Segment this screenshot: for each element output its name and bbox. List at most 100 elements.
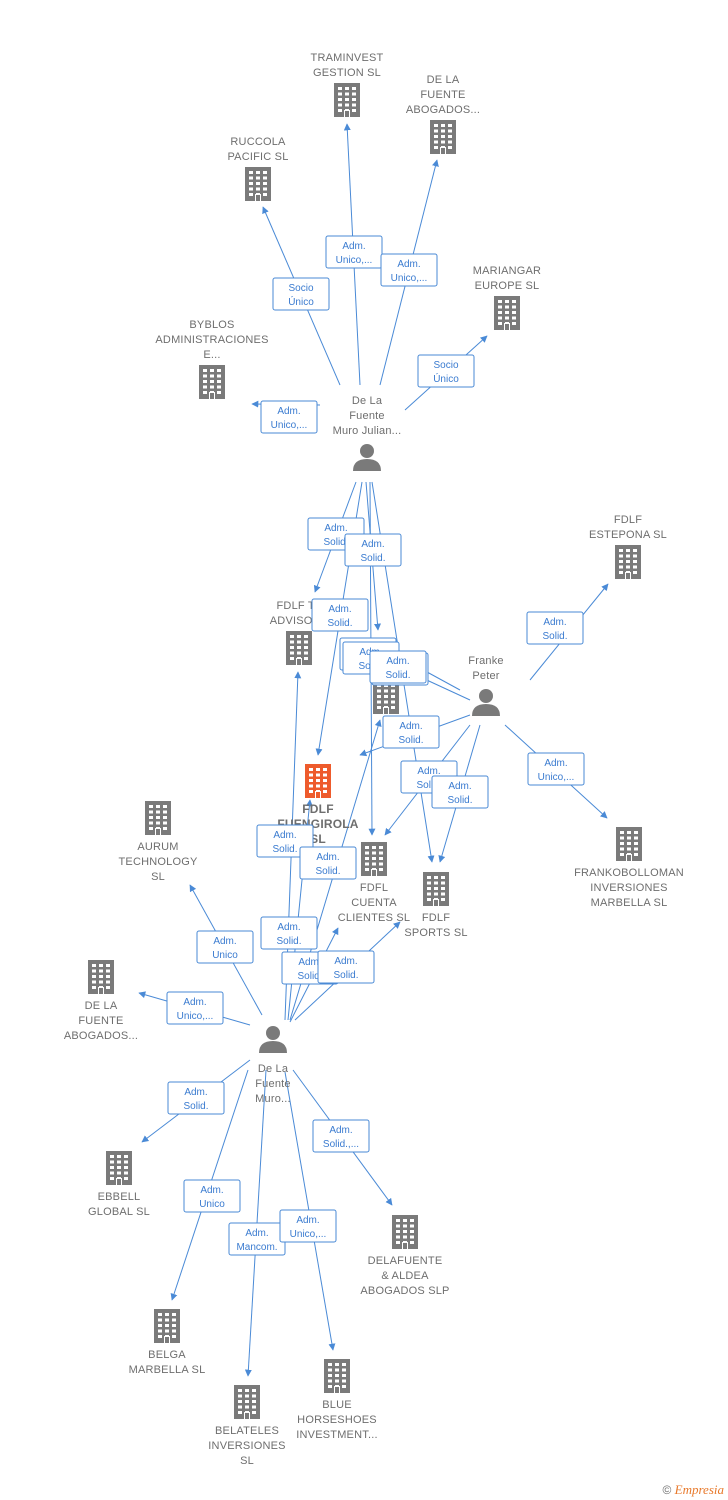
- node-label: ABOGADOS...: [406, 104, 480, 116]
- edge-label-box[interactable]: Adm.Solid.: [299, 846, 357, 880]
- node-label: BELATELES: [215, 1425, 279, 1437]
- edge-label-box[interactable]: Adm. Mancom.: [228, 1222, 286, 1256]
- node-label: BLUE: [322, 1399, 352, 1411]
- edge-label-box[interactable]: Adm.Solid.: [431, 775, 489, 809]
- node-label: TRAMINVEST: [311, 52, 384, 64]
- edge-label-box[interactable]: Adm.Unico: [183, 1179, 241, 1213]
- brand-logo: Empresia: [674, 1482, 724, 1497]
- edge-label-text: Adm.: [328, 604, 351, 615]
- edge-label-box[interactable]: Adm.Unico,...: [279, 1209, 337, 1243]
- edge-label-text: Unico,...: [271, 420, 308, 431]
- edge-label-text: Solid.: [297, 971, 322, 982]
- edge-label-box[interactable]: Adm.Solid.: [344, 533, 402, 567]
- copyright-symbol: ©: [662, 1483, 672, 1497]
- edge-label-text: Adm.: [397, 259, 420, 270]
- edge-label-text: Adm.: [386, 656, 409, 667]
- edge-label-text: Adm.: [277, 406, 300, 417]
- node-label: FDLF TA: [277, 600, 322, 612]
- node-label: ADMINISTRACIONES: [155, 334, 268, 346]
- edge-label-text: Solid.: [542, 631, 567, 642]
- edge-label-box[interactable]: Adm.Solid.: [317, 950, 375, 984]
- edge-label-text: Mancom.: [236, 1242, 277, 1253]
- building-icon: [494, 296, 520, 330]
- edge-label-text: Solid.: [183, 1101, 208, 1112]
- edge-label-box[interactable]: Adm.Unico: [196, 930, 254, 964]
- edge-label-text: Único: [433, 372, 459, 385]
- edge-label-text: Adm.: [277, 922, 300, 933]
- edge-label-box[interactable]: Adm. Unico,...: [260, 400, 318, 434]
- edge-label-box[interactable]: Adm.Solid.: [167, 1081, 225, 1115]
- footer-credit[interactable]: © Empresia: [662, 1482, 724, 1498]
- edge-label-text: Adm.: [399, 721, 422, 732]
- building-icon: [361, 842, 387, 876]
- company-node[interactable]: BLUEHORSESHOESINVESTMENT...: [296, 1359, 378, 1441]
- edge-label-box[interactable]: Adm.Unico,...: [325, 235, 383, 269]
- node-label: Fuente: [349, 410, 384, 422]
- company-node[interactable]: BYBLOSADMINISTRACIONESE...: [155, 319, 268, 399]
- building-icon: [616, 827, 642, 861]
- edge-label-text: Solid.: [385, 670, 410, 681]
- building-icon: [615, 545, 641, 579]
- edge-label-text: Adm.: [183, 997, 206, 1008]
- edge-label-box[interactable]: Adm.Unico,...: [380, 253, 438, 287]
- company-node[interactable]: DE LAFUENTEABOGADOS...: [64, 960, 138, 1042]
- person-node[interactable]: De LaFuenteMuro...: [255, 1026, 291, 1105]
- building-icon: [199, 365, 225, 399]
- node-label: PACIFIC SL: [227, 151, 288, 163]
- edge-label-text: Adm.: [213, 936, 236, 947]
- edge-label-text: Único: [288, 295, 314, 308]
- node-label: DE LA: [85, 1000, 118, 1012]
- edge-label-text: Adm.: [361, 539, 384, 550]
- node-label: INVESTMENT...: [296, 1429, 377, 1441]
- edge-label-box[interactable]: Adm.Solid.: [311, 598, 369, 632]
- node-label: Muro...: [255, 1093, 291, 1105]
- edge-label-box[interactable]: Adm.Solid.,...: [312, 1119, 370, 1153]
- edge-label-box[interactable]: Adm. Solid.: [369, 650, 427, 684]
- node-label: TECHNOLOGY: [118, 856, 197, 868]
- building-icon: [286, 631, 312, 665]
- edge-label-box[interactable]: Adm.Solid.: [260, 916, 318, 950]
- edge-labels-layer: Adm.Unico,...Adm.Unico,...SocioÚnicoSoci…: [166, 235, 585, 1256]
- node-label: GLOBAL SL: [88, 1206, 150, 1218]
- edge-label-text: Solid.: [398, 735, 423, 746]
- edge-label-box[interactable]: Adm.Unico,...: [527, 752, 585, 786]
- node-label: FDFL: [360, 882, 388, 894]
- node-label: ESTEPONA SL: [589, 529, 667, 541]
- building-icon: [392, 1215, 418, 1249]
- node-label: SPORTS SL: [404, 927, 467, 939]
- node-label: De La: [258, 1063, 289, 1075]
- edge-label-text: Unico,...: [538, 772, 575, 783]
- building-icon: [324, 1359, 350, 1393]
- edge-label-box[interactable]: Adm. Solid.: [526, 611, 584, 645]
- edge-label-box[interactable]: Adm.Unico,...: [166, 991, 224, 1025]
- edge-label-text: Solid.: [416, 780, 441, 791]
- company-node[interactable]: DE LAFUENTEABOGADOS...: [406, 74, 480, 154]
- edge-label-box[interactable]: Adm. Solid.: [382, 715, 440, 749]
- nodes-layer: TRAMINVEST GESTION SL DE LAFUENTEABOGADOS.…: [64, 52, 684, 1467]
- node-label: BELGA: [148, 1349, 186, 1361]
- edge-label-text: Adm.: [245, 1228, 268, 1239]
- building-icon: [423, 872, 449, 906]
- node-label: GESTION SL: [313, 67, 381, 79]
- company-node[interactable]: TRAMINVEST GESTION SL: [311, 52, 384, 117]
- edge-label-text: Adm.: [543, 617, 566, 628]
- edge-label-box[interactable]: Adm.Solid.: [256, 824, 314, 858]
- node-label: Peter: [472, 670, 499, 682]
